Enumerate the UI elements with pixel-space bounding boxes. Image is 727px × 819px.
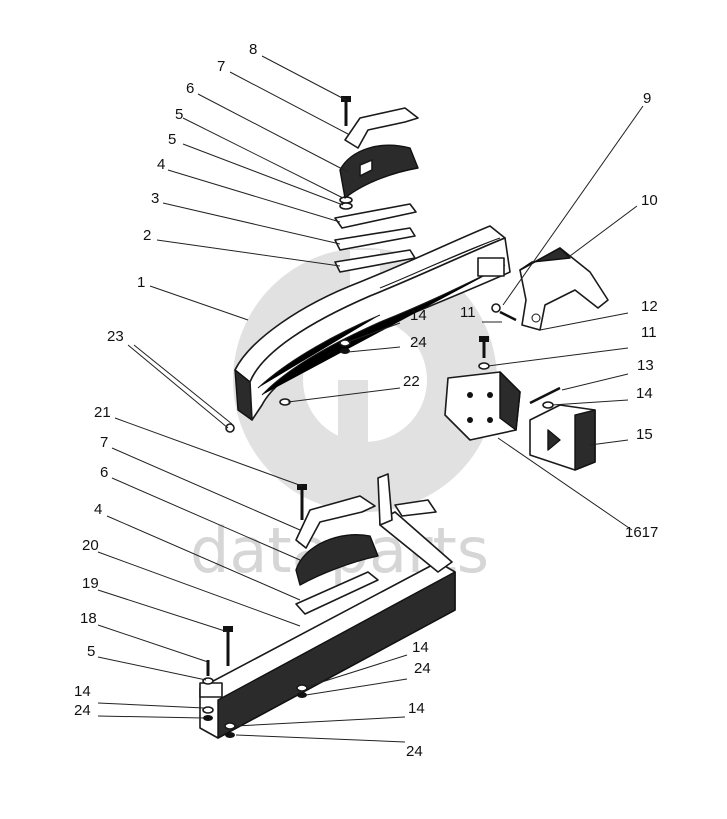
part-1-curved-beam — [234, 225, 511, 421]
callout-1617: 1617 — [625, 524, 658, 541]
callout-4: 4 — [157, 156, 165, 173]
part-14-24-nut-mid — [296, 684, 308, 698]
part-4-pad — [334, 203, 417, 229]
callout-11: 11 — [460, 304, 476, 321]
callout-24: 24 — [74, 702, 91, 719]
part-7-clamp — [344, 107, 419, 149]
callout-22: 22 — [403, 373, 420, 390]
part-14-24-nut-left — [202, 706, 214, 721]
callout-8: 8 — [249, 41, 257, 58]
part-7-lower-clamp — [295, 495, 376, 549]
callout-14: 14 — [408, 700, 425, 717]
callout-labels: 8 7 6 5 5 4 3 2 1 9 10 11 12 11 13 14 24… — [74, 41, 658, 760]
callout-19: 19 — [82, 575, 99, 592]
part-12-bolt — [479, 336, 489, 358]
callout-12: 12 — [641, 298, 658, 315]
callout-14: 14 — [410, 307, 427, 324]
callout-7: 7 — [100, 434, 108, 451]
part-15-block — [529, 404, 596, 471]
callout-24: 24 — [406, 743, 423, 760]
callout-9: 9 — [643, 90, 651, 107]
callout-23: 23 — [107, 328, 124, 345]
callout-3: 3 — [151, 190, 159, 207]
part-14-24-nut-bottom — [224, 722, 236, 738]
part-11-nut-mid — [478, 362, 490, 370]
part-3-plate — [334, 227, 416, 251]
part-6-lower-cushion — [295, 534, 379, 586]
callout-13: 13 — [637, 357, 654, 374]
callout-14: 14 — [636, 385, 653, 402]
part-16-17-mount-block — [444, 371, 521, 441]
part-20-frame — [199, 473, 456, 739]
callout-24: 24 — [414, 660, 431, 677]
callout-24: 24 — [410, 334, 427, 351]
part-13-bolt — [529, 386, 561, 405]
callout-20: 20 — [82, 537, 99, 554]
part-14-24-nut-upper — [339, 339, 351, 354]
leader-lines — [97, 55, 644, 743]
callout-21: 21 — [94, 404, 111, 421]
part-5-lower-washer — [202, 677, 214, 685]
callout-18: 18 — [80, 610, 97, 627]
callout-6: 6 — [186, 80, 194, 97]
callout-11: 11 — [641, 324, 657, 341]
callout-5: 5 — [168, 131, 176, 148]
callout-4: 4 — [94, 501, 102, 518]
callout-1: 1 — [137, 274, 145, 291]
callout-5: 5 — [87, 643, 95, 660]
part-10-bracket — [519, 247, 609, 331]
callout-10: 10 — [641, 192, 658, 209]
part-8-bolt — [341, 96, 351, 126]
callout-14: 14 — [74, 683, 91, 700]
part-14-washer-right — [542, 401, 554, 409]
part-6-cushion — [339, 144, 419, 199]
part-21-bolt — [297, 484, 307, 520]
part-5-washers — [339, 196, 353, 210]
part-11-nut-top — [491, 303, 517, 322]
callout-15: 15 — [636, 426, 653, 443]
callout-6: 6 — [100, 464, 108, 481]
part-4-lower-pad — [295, 571, 379, 615]
callout-5: 5 — [175, 106, 183, 123]
part-2-plate — [334, 249, 416, 273]
callout-14: 14 — [412, 639, 429, 656]
part-23-nut — [225, 423, 235, 433]
callout-7: 7 — [217, 58, 225, 75]
callout-2: 2 — [143, 227, 151, 244]
part-19-bolt — [223, 626, 233, 666]
